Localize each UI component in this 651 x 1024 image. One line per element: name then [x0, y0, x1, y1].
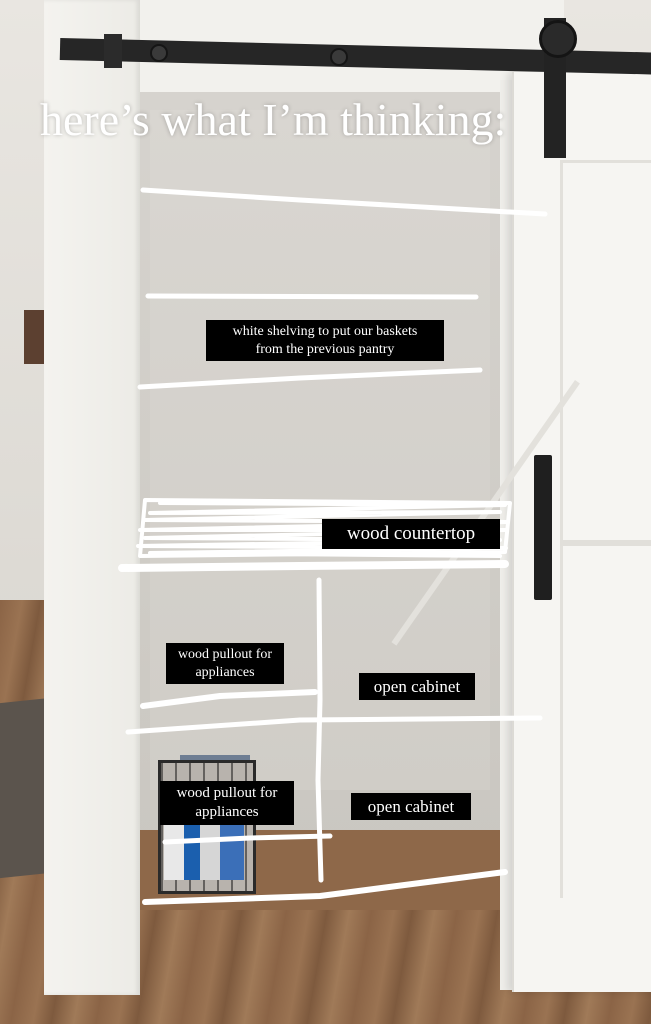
door-rail [560, 540, 651, 546]
label-wood-countertop: wood countertop [322, 519, 500, 549]
annotation-title: here’s what I’m thinking: [40, 94, 507, 145]
left-trim [44, 0, 140, 995]
marker-line-countertop-edge [118, 560, 509, 572]
marker-line-pullout-lower [162, 833, 333, 845]
marker-line-shelf-2 [145, 293, 479, 300]
door-roller [539, 20, 577, 58]
label-wood-pullout-lower: wood pullout for appliances [160, 781, 294, 825]
track-bolt [330, 48, 348, 66]
label-wood-pullout-upper: wood pullout for appliances [166, 643, 284, 684]
marker-line-cabinet-lower [142, 869, 508, 905]
door-handle[interactable] [534, 455, 552, 600]
label-line: wood pullout for [177, 647, 273, 662]
door-panel [560, 160, 651, 898]
track-stop [104, 34, 122, 68]
marker-line-pullout-upper [140, 689, 318, 709]
marker-line-vertical-divider [315, 577, 324, 883]
label-line: white shelving to put our baskets [232, 324, 418, 339]
label-open-cabinet-lower: open cabinet [351, 793, 471, 821]
label-open-cabinet-upper: open cabinet [359, 673, 475, 701]
label-white-shelving: white shelving to put our baskets from t… [206, 320, 444, 361]
marker-line-cabinet-upper [125, 715, 543, 735]
label-line: appliances [195, 803, 259, 820]
marker-line-top-shelf [140, 187, 548, 217]
basket-items [164, 820, 244, 880]
label-line: wood pullout for [176, 785, 278, 801]
label-line: from the previous pantry [255, 341, 395, 357]
track-bolt [150, 44, 168, 62]
marker-line-shelf-3 [137, 367, 483, 390]
label-line: appliances [195, 664, 255, 680]
